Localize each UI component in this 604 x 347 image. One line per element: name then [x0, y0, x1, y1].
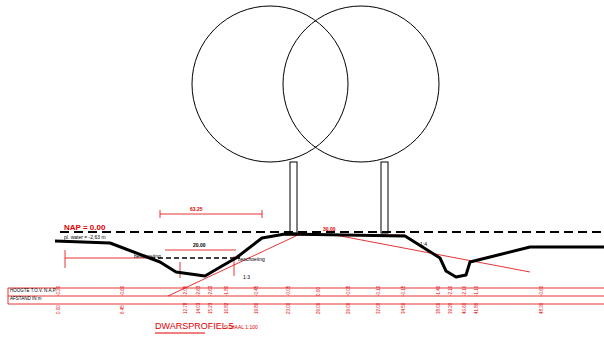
table-value: 14.03: [197, 303, 202, 314]
table-value: 16.82: [225, 303, 230, 314]
drawing-label: NAP = 0.00: [64, 224, 105, 232]
table-value: 12.78: [184, 303, 189, 314]
dimension-tick: [160, 210, 161, 218]
table-value: -1.80: [225, 286, 230, 296]
table-value: 19.80: [255, 303, 260, 314]
table-value: 15.23: [209, 303, 214, 314]
table-value: 40.60: [463, 303, 468, 314]
table-line: [8, 296, 604, 297]
table-value: -2.63: [197, 286, 202, 296]
drawing-label: 30.00: [323, 227, 336, 232]
drawing-label: 1:3: [243, 275, 250, 280]
table-value: 34.50: [402, 303, 407, 314]
water-level: [150, 257, 240, 259]
table-value: -0.05: [287, 286, 292, 296]
drawing-label: 1:4: [420, 242, 427, 247]
table-value: -1.10: [475, 286, 480, 296]
table-value: -0.15: [402, 286, 407, 296]
dimension-tick: [262, 210, 263, 218]
table-value: -0.10: [377, 286, 382, 296]
table-value: 0.00: [57, 305, 62, 314]
tree-crown: [192, 6, 348, 162]
drawing-label: beschoeiing: [134, 254, 161, 259]
drawing-label: beschoeiing: [238, 257, 265, 262]
drawing-label: pl. water = -2,63 m: [64, 235, 106, 240]
table-value: 32.00: [377, 303, 382, 314]
drawing-label: 63.25: [190, 207, 203, 212]
table-value: 26.00: [317, 303, 322, 314]
table-value: -2.63: [209, 286, 214, 296]
table-value: -0.05: [347, 286, 352, 296]
table-value: 39.20: [449, 303, 454, 314]
table-header: HOOGTE T.O.V. N.A.P.: [10, 289, 56, 294]
table-value: 41.80: [475, 303, 480, 314]
tree-crown: [283, 6, 439, 162]
dimension-tick: [65, 250, 66, 268]
tree-trunk: [290, 162, 297, 233]
table-value: 0.00: [317, 287, 322, 296]
table-value: -1.40: [437, 286, 442, 296]
slope-line: [168, 234, 300, 296]
drawing-title: DWARSPROFIEL 5: [155, 322, 234, 331]
table-header: AFSTAND IN m: [10, 297, 41, 302]
table-line: [8, 288, 9, 304]
table-value: 29.00: [347, 303, 352, 314]
tree-trunk: [381, 162, 388, 233]
table-value: -0.60: [121, 286, 126, 296]
table-value: -2.10: [449, 286, 454, 296]
table-value: -2.10: [463, 286, 468, 296]
scale-label: SCHAAL 1:100: [224, 325, 258, 330]
dimension-line: [160, 214, 262, 215]
drawing-label: 20.00: [193, 243, 206, 248]
table-line: [8, 304, 604, 305]
table-value: 38.00: [437, 303, 442, 314]
table-value: -0.20: [57, 286, 62, 296]
table-value: -2.05: [184, 286, 189, 296]
table-value: 6.45: [121, 305, 126, 314]
table-value: 48.30: [540, 303, 545, 314]
table-line: [8, 288, 604, 289]
sheet-pile: [180, 262, 181, 278]
dimension-line: [165, 250, 236, 251]
title-underline: [155, 333, 205, 334]
table-value: -0.60: [540, 286, 545, 296]
table-value: -0.45: [255, 286, 260, 296]
table-value: 23.00: [287, 303, 292, 314]
ground-profile: [55, 234, 604, 277]
